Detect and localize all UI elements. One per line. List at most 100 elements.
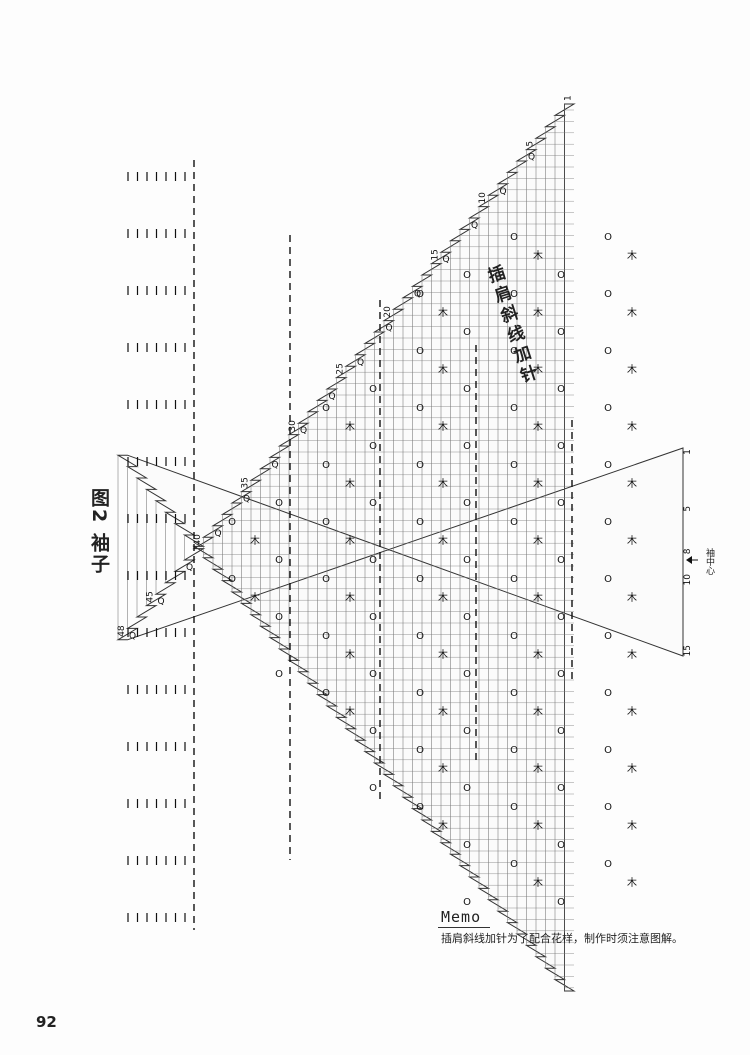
svg-text:木: 木 (345, 649, 355, 661)
svg-text:Q: Q (271, 460, 278, 470)
svg-text:O: O (416, 745, 424, 756)
svg-text:Q: Q (243, 495, 250, 505)
svg-text:O: O (275, 498, 283, 509)
svg-text:O: O (416, 802, 424, 813)
svg-text:O: O (604, 574, 612, 585)
page-number: 92 (36, 1013, 57, 1031)
svg-text:木: 木 (345, 421, 355, 433)
svg-text:O: O (604, 859, 612, 870)
svg-text:1: 1 (564, 95, 574, 101)
svg-text:木: 木 (250, 535, 260, 547)
svg-text:O: O (369, 384, 377, 395)
svg-text:O: O (369, 726, 377, 737)
svg-text:5: 5 (526, 141, 536, 147)
svg-text:O: O (557, 612, 565, 623)
svg-text:木: 木 (438, 763, 448, 775)
svg-text:木: 木 (627, 592, 637, 604)
svg-text:O: O (557, 270, 565, 281)
svg-text:Q: Q (186, 563, 193, 573)
svg-text:45: 45 (146, 591, 156, 602)
svg-text:木: 木 (533, 421, 543, 433)
center-arrow-icon (686, 556, 698, 564)
svg-text:O: O (557, 384, 565, 395)
svg-text:O: O (463, 726, 471, 737)
svg-text:O: O (510, 289, 518, 300)
chart-grid (116, 103, 684, 992)
svg-text:O: O (416, 688, 424, 699)
svg-text:10: 10 (478, 192, 488, 204)
svg-text:Q: Q (442, 255, 449, 265)
svg-text:O: O (604, 517, 612, 528)
svg-text:O: O (416, 289, 424, 300)
svg-text:O: O (604, 460, 612, 471)
svg-text:O: O (463, 270, 471, 281)
svg-text:O: O (322, 517, 330, 528)
svg-text:O: O (322, 403, 330, 414)
svg-text:O: O (463, 327, 471, 338)
svg-text:木: 木 (627, 877, 637, 889)
svg-text:Q: Q (471, 221, 478, 231)
svg-text:O: O (463, 555, 471, 566)
svg-text:O: O (557, 726, 565, 737)
svg-text:40: 40 (193, 534, 203, 546)
svg-text:O: O (322, 574, 330, 585)
svg-text:木: 木 (438, 478, 448, 490)
svg-text:O: O (416, 631, 424, 642)
svg-text:木: 木 (250, 592, 260, 604)
svg-text:木: 木 (438, 820, 448, 832)
svg-text:O: O (416, 346, 424, 357)
svg-text:O: O (463, 669, 471, 680)
svg-text:木: 木 (627, 649, 637, 661)
svg-text:木: 木 (345, 478, 355, 490)
svg-text:5: 5 (683, 506, 693, 512)
svg-text:木: 木 (345, 592, 355, 604)
svg-text:O: O (604, 745, 612, 756)
svg-text:O: O (416, 403, 424, 414)
svg-text:48: 48 (117, 625, 127, 637)
svg-text:木: 木 (627, 820, 637, 832)
svg-text:O: O (416, 517, 424, 528)
svg-text:O: O (369, 669, 377, 680)
svg-text:Q: Q (528, 153, 535, 163)
svg-text:35: 35 (241, 477, 251, 488)
svg-text:O: O (510, 574, 518, 585)
svg-text:木: 木 (627, 535, 637, 547)
svg-text:O: O (604, 289, 612, 300)
svg-text:O: O (604, 802, 612, 813)
svg-text:O: O (416, 574, 424, 585)
svg-text:Q: Q (357, 358, 364, 368)
svg-text:Q: Q (414, 289, 421, 299)
svg-text:O: O (463, 840, 471, 851)
svg-text:O: O (369, 612, 377, 623)
svg-text:O: O (463, 441, 471, 452)
svg-text:木: 木 (533, 649, 543, 661)
svg-text:O: O (275, 555, 283, 566)
svg-text:O: O (557, 498, 565, 509)
svg-text:木: 木 (627, 307, 637, 319)
svg-text:木: 木 (533, 364, 543, 376)
svg-text:1: 1 (683, 449, 693, 455)
svg-text:木: 木 (533, 820, 543, 832)
memo-title: Memo (441, 908, 482, 926)
svg-text:木: 木 (438, 421, 448, 433)
svg-text:O: O (463, 612, 471, 623)
svg-text:木: 木 (533, 307, 543, 319)
svg-text:O: O (228, 574, 236, 585)
svg-text:O: O (557, 783, 565, 794)
svg-text:木: 木 (345, 535, 355, 547)
svg-text:O: O (557, 669, 565, 680)
svg-text:O: O (369, 555, 377, 566)
svg-text:O: O (369, 498, 377, 509)
svg-text:O: O (510, 859, 518, 870)
figure-title: 图2 袖子 (88, 488, 110, 575)
svg-text:O: O (275, 612, 283, 623)
svg-text:O: O (604, 403, 612, 414)
svg-text:O: O (510, 745, 518, 756)
svg-text:20: 20 (383, 306, 393, 318)
svg-text:木: 木 (438, 592, 448, 604)
svg-text:O: O (510, 460, 518, 471)
svg-text:O: O (510, 688, 518, 699)
svg-text:O: O (604, 688, 612, 699)
